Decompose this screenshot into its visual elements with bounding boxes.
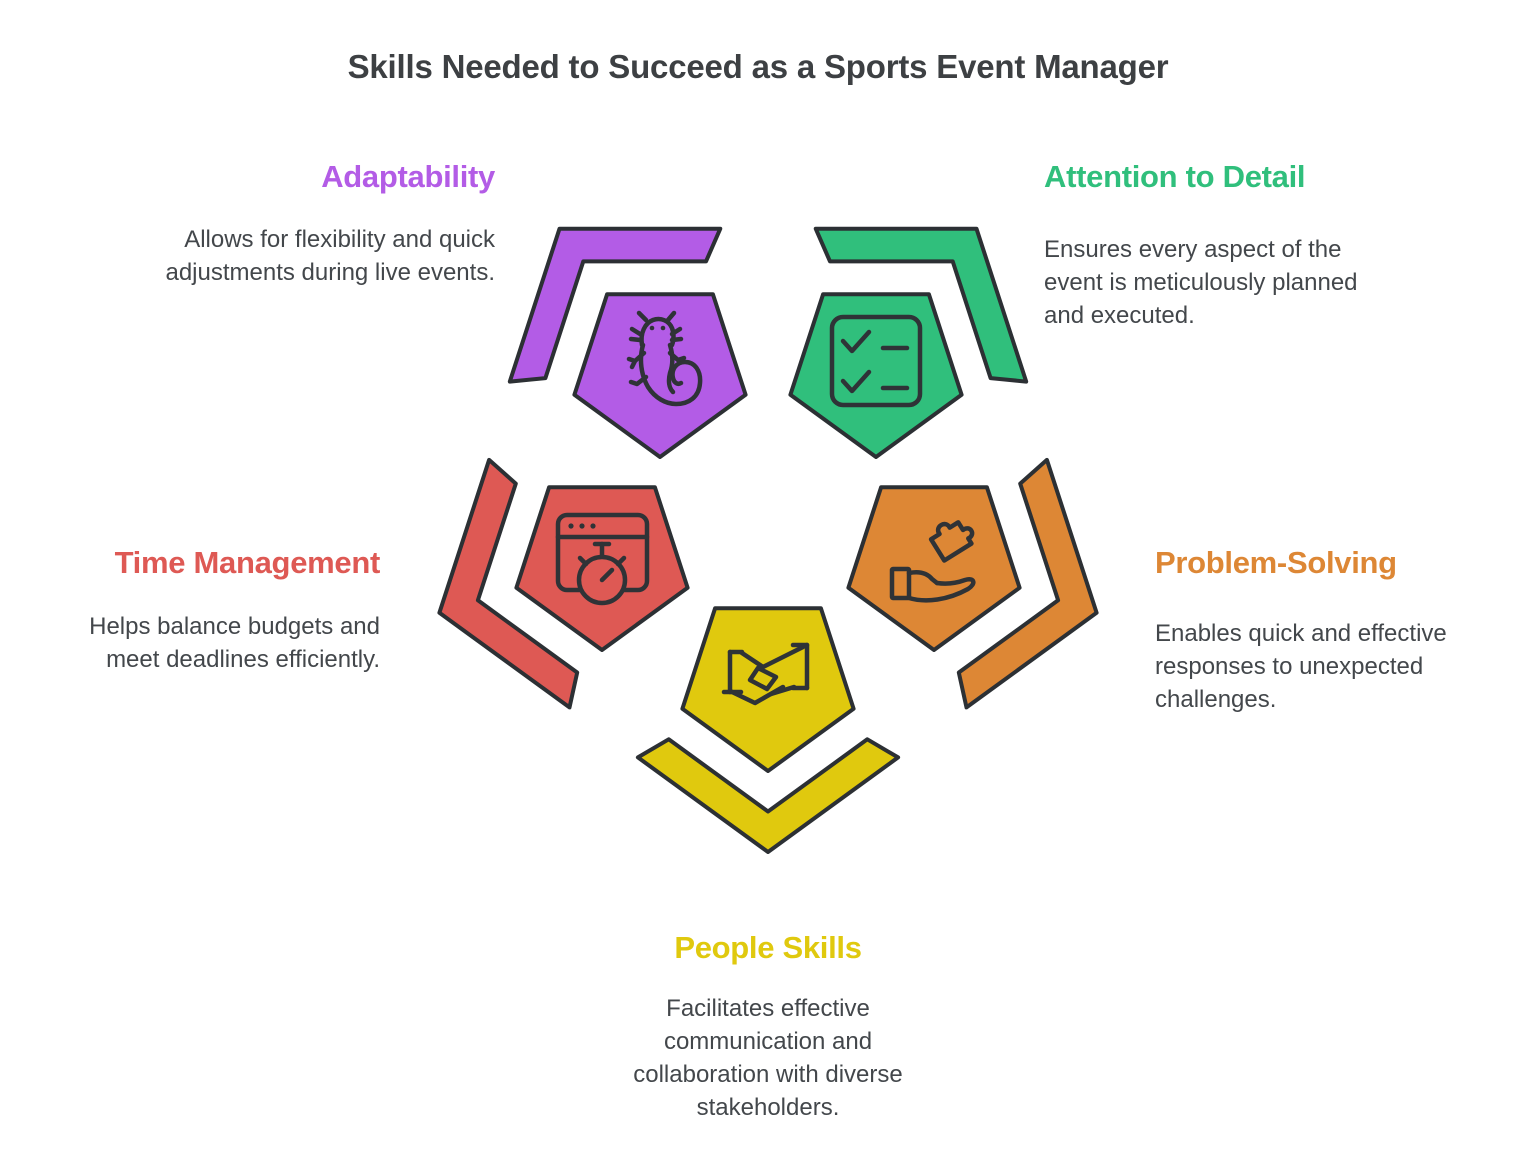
accent-band — [437, 457, 580, 710]
accent-band — [507, 226, 723, 384]
chameleon-icon — [626, 310, 703, 407]
skill-desc-adaptability: Allows for flexibility and quick adjustm… — [165, 226, 495, 286]
accent-band — [813, 226, 1029, 384]
accent-band — [635, 737, 901, 854]
hand-puzzle-icon — [889, 520, 976, 603]
skill-label-problem-solving: Problem-Solving Enables quick and effect… — [1155, 544, 1525, 716]
skill-shape-people — [635, 606, 901, 854]
skill-shape-problem — [846, 457, 1099, 710]
skill-label-attention-to-detail: Attention to Detail Ensures every aspect… — [1044, 158, 1474, 332]
skill-label-people-skills: People Skills Facilitates effective comm… — [553, 929, 983, 1124]
skill-shape-adaptability — [507, 226, 748, 459]
skill-desc-time-management: Helps balance budgets and meet deadlines… — [89, 613, 380, 673]
skill-title-problem-solving: Problem-Solving — [1155, 545, 1397, 580]
checklist-icon — [829, 314, 923, 408]
pentagon-badge — [846, 485, 1022, 652]
skill-title-attention-to-detail: Attention to Detail — [1044, 159, 1306, 194]
timer-browser-icon — [555, 512, 650, 606]
skill-label-adaptability: Adaptability Allows for flexibility and … — [85, 158, 495, 289]
page-title: Skills Needed to Succeed as a Sports Eve… — [347, 48, 1169, 86]
skill-desc-people-skills: Facilitates effective communication and … — [633, 995, 903, 1121]
skill-title-time-management: Time Management — [114, 545, 381, 580]
accent-band — [956, 457, 1099, 710]
skill-desc-attention-to-detail: Ensures every aspect of the event is met… — [1044, 236, 1358, 329]
skill-label-time-management: Time Management Helps balance budgets an… — [30, 544, 380, 676]
skill-shape-attention — [788, 226, 1029, 459]
skill-shape-time — [437, 457, 690, 710]
pentagon-badge — [572, 292, 748, 459]
skill-title-people-skills: People Skills — [674, 930, 862, 965]
skill-title-adaptability: Adaptability — [321, 159, 495, 194]
skill-desc-problem-solving: Enables quick and effective responses to… — [1155, 620, 1447, 713]
handshake-icon — [721, 642, 810, 706]
